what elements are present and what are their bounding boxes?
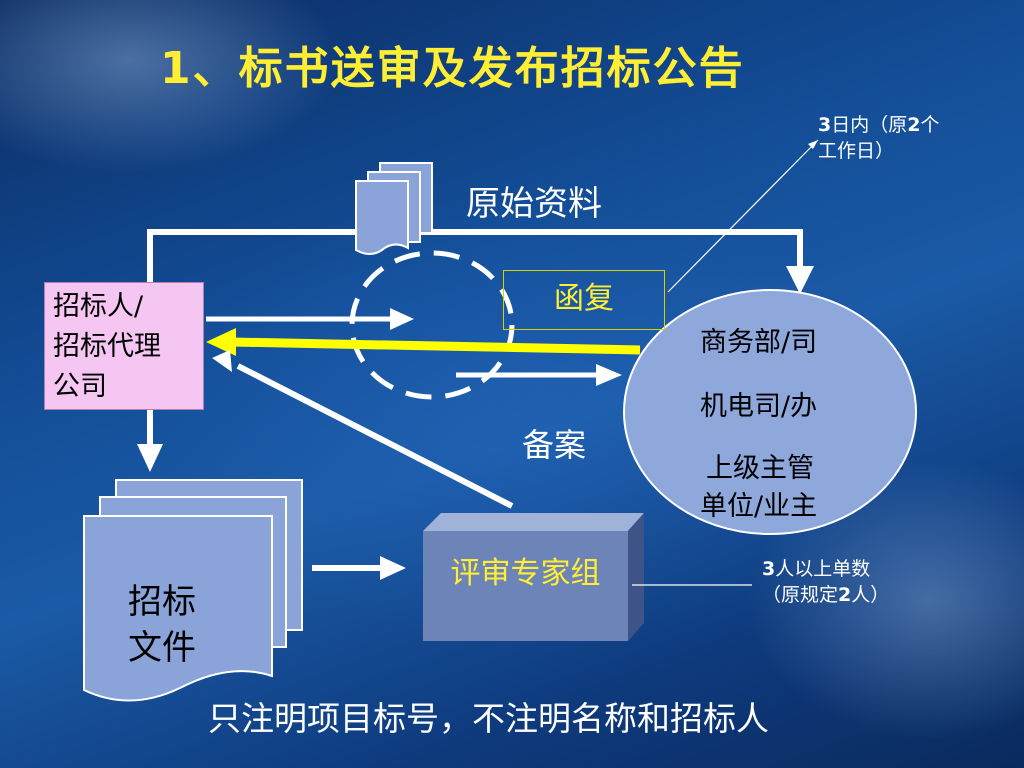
arrow-reply-highlight [206,328,641,356]
arrow-expert-to-tenderer [212,350,514,509]
arrow-down [137,410,163,472]
expert-box-3d [423,513,644,641]
expert-group-box: 评审专家组 [423,531,628,641]
bottom-note: 只注明项目标号，不注明名称和招标人 [208,699,769,738]
authority-ellipse [623,289,917,535]
authority-line-4: 单位/业主 [700,491,818,522]
original-docs-label: 原始资料 [466,184,602,224]
top-connector-arrowhead [786,266,814,294]
filing-label: 备案 [522,426,587,464]
page-title: 1、标书送审及发布招标公告 [160,43,745,94]
tender-doc-icon [83,479,303,702]
days-note: 3日内（原2个 工作日） [818,114,940,162]
tenderer-box: 招标人/ 招标代理 公司 [44,282,204,410]
tender-doc-line-1: 招标 [128,582,196,622]
arrow-submit [206,308,414,330]
authority-line-2: 机电司/办 [700,391,818,422]
authority-line-1: 商务部/司 [700,327,818,358]
original-docs-icon [355,162,433,255]
experts-note: 3人以上单数 （原规定2人） [762,558,890,606]
authority-line-3: 上级主管 [706,453,814,484]
arrow-forward [456,364,622,386]
reply-box: 函复 [503,270,665,330]
arrow-to-experts [312,556,406,580]
top-connector [147,229,814,294]
dashed-circle [349,250,515,400]
tender-doc-line-2: 文件 [128,628,196,668]
note-pointer-line [667,139,819,293]
